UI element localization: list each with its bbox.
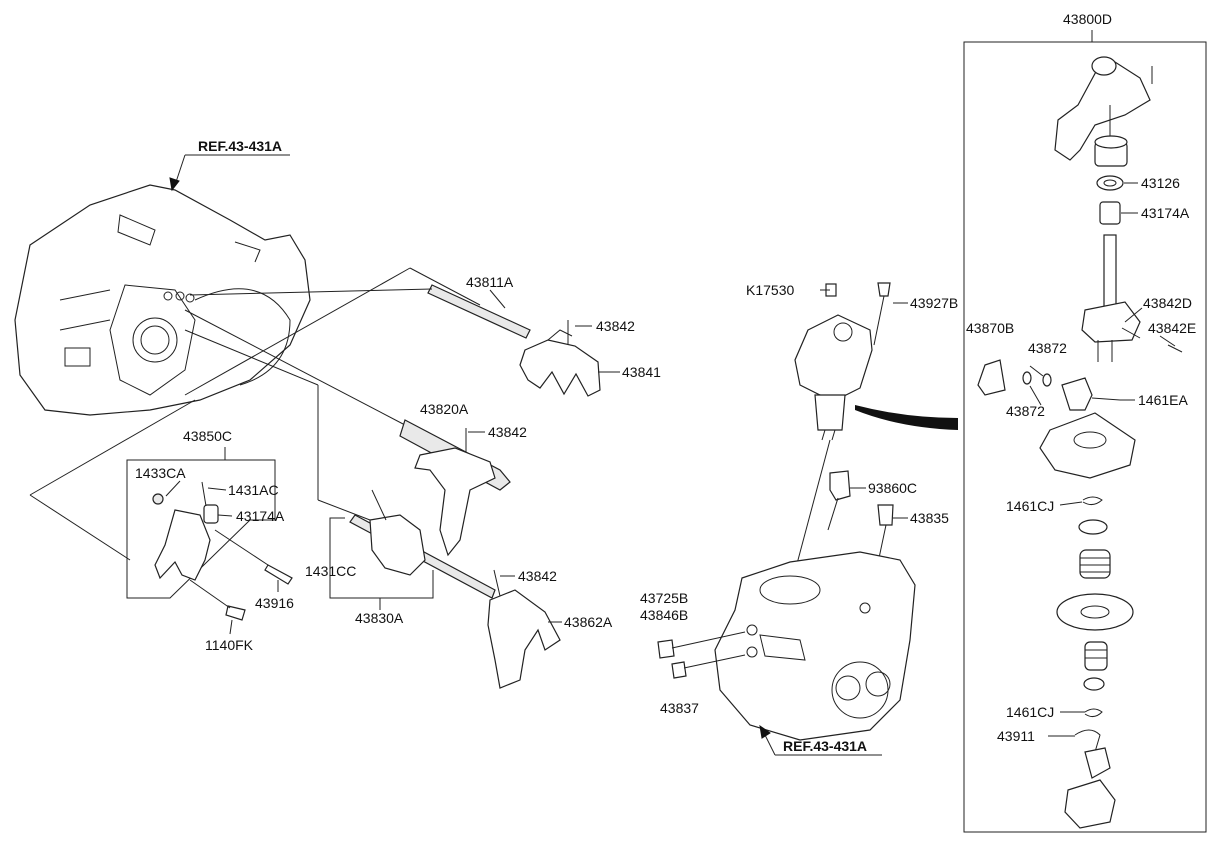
sensor-93860C bbox=[827, 470, 851, 531]
label-43916: 43916 bbox=[255, 595, 294, 611]
lever-bottom-small bbox=[1084, 747, 1111, 779]
control-shaft bbox=[1081, 234, 1141, 362]
label-43841: 43841 bbox=[622, 364, 661, 380]
label-43835: 43835 bbox=[910, 510, 949, 526]
shift-rail-43811A bbox=[184, 267, 531, 396]
seal-43126 bbox=[1096, 175, 1124, 191]
label-1461CJ-lower: 1461CJ bbox=[1006, 704, 1054, 720]
label-K17530: K17530 bbox=[746, 282, 794, 298]
sub-assembly-box-43850C bbox=[29, 399, 276, 599]
cover-plate bbox=[1039, 412, 1136, 479]
label-43842E: 43842E bbox=[1148, 320, 1196, 336]
shift-fork-43862A bbox=[487, 569, 561, 689]
label-43800D: 43800D bbox=[1063, 11, 1112, 27]
snap-ring-1461CJ-lower bbox=[1084, 708, 1103, 718]
bolt-1140FK bbox=[189, 579, 246, 621]
label-1461CJ-upper: 1461CJ bbox=[1006, 498, 1054, 514]
spring-upper bbox=[1079, 549, 1111, 579]
label-1433CA: 1433CA bbox=[135, 465, 186, 481]
shift-lever-43850C bbox=[152, 481, 219, 581]
plugs-43725B-43846B bbox=[657, 631, 746, 659]
spring-clip-43911 bbox=[1074, 729, 1101, 753]
shift-lug-1431CC bbox=[369, 489, 426, 576]
label-1140FK: 1140FK bbox=[205, 637, 254, 653]
label-43862A: 43862A bbox=[564, 614, 613, 630]
label-43842-lower: 43842 bbox=[518, 568, 557, 584]
label-43911: 43911 bbox=[997, 728, 1035, 744]
label-43870B: 43870B bbox=[966, 320, 1014, 336]
shift-control-housing bbox=[794, 314, 873, 441]
label-1461EA: 1461EA bbox=[1138, 392, 1188, 408]
plug-43837 bbox=[671, 654, 746, 679]
spring-lower bbox=[1084, 641, 1108, 671]
label-43811A: 43811A bbox=[466, 274, 514, 290]
lever-1461EA bbox=[1061, 377, 1121, 411]
label-43846B: 43846B bbox=[640, 607, 688, 623]
label-43850C: 43850C bbox=[183, 428, 232, 444]
label-43126: 43126 bbox=[1141, 175, 1180, 191]
label-43837: 43837 bbox=[660, 700, 699, 716]
transmission-case-right bbox=[714, 551, 916, 741]
bolt-43927B bbox=[873, 282, 891, 346]
leader-lines bbox=[165, 182, 1176, 737]
pin-43842D bbox=[1121, 327, 1141, 339]
label-43927B: 43927B bbox=[910, 295, 958, 311]
retainer bbox=[1078, 519, 1108, 535]
bolt-43916 bbox=[214, 529, 293, 585]
label-43842-middle: 43842 bbox=[488, 424, 527, 440]
label-1431CC: 1431CC bbox=[305, 563, 356, 579]
washers-43872 bbox=[1022, 371, 1052, 387]
selector-bottom bbox=[1064, 779, 1116, 829]
ref-label-bottom-right: REF.43-431A bbox=[783, 738, 867, 754]
transmission-housing-left bbox=[14, 184, 311, 416]
label-43174A-right: 43174A bbox=[1141, 205, 1190, 221]
shift-fork-43841 bbox=[519, 320, 601, 397]
label-43872-lower: 43872 bbox=[1006, 403, 1045, 419]
shift-fork-43820A bbox=[414, 428, 496, 557]
ref-label-top-left: REF.43-431A bbox=[198, 138, 282, 154]
label-43820A: 43820A bbox=[420, 401, 469, 417]
label-43842-upper: 43842 bbox=[596, 318, 635, 334]
bracket-43830A bbox=[329, 517, 434, 610]
label-43872-upper: 43872 bbox=[1028, 340, 1067, 356]
label-43174A-left: 43174A bbox=[236, 508, 285, 524]
bushing-top bbox=[1094, 135, 1128, 167]
ref-callout-top-left bbox=[169, 154, 290, 192]
label-43842D: 43842D bbox=[1143, 295, 1192, 311]
label-93860C: 93860C bbox=[868, 480, 917, 496]
ref-callout-bottom-right bbox=[759, 724, 882, 756]
pin-43842E bbox=[1167, 344, 1183, 353]
label-43725B: 43725B bbox=[640, 590, 688, 606]
assembly-box-43800D bbox=[963, 30, 1207, 833]
spring-seat bbox=[1056, 593, 1134, 631]
collar bbox=[1083, 677, 1105, 691]
label-43830A: 43830A bbox=[355, 610, 404, 626]
label-1431AC: 1431AC bbox=[228, 482, 279, 498]
bracket-43870B bbox=[977, 359, 1006, 396]
bushing-43174A-right bbox=[1099, 201, 1121, 225]
snap-ring-1461CJ-upper bbox=[1082, 496, 1103, 506]
connector-sweep bbox=[855, 405, 958, 430]
shift-lever-top bbox=[1054, 56, 1153, 161]
